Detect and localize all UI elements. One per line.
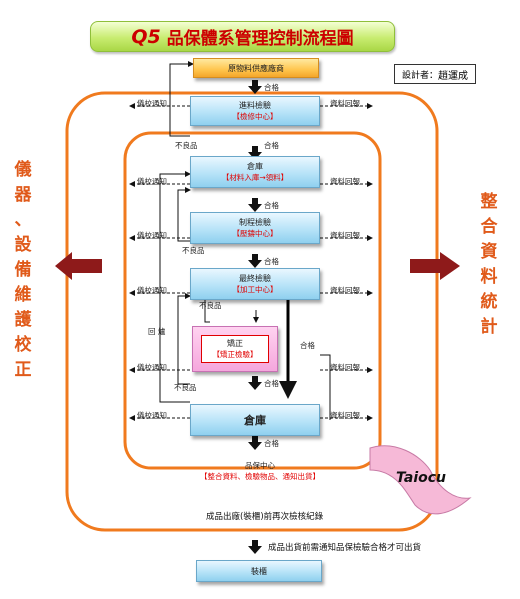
inner-orange-loop bbox=[123, 131, 382, 470]
label-data-report-4: 資料回報 bbox=[330, 286, 360, 295]
side-left-char: 校 bbox=[14, 335, 32, 355]
outer-orange-loop bbox=[65, 91, 439, 532]
brand-logo: Taiocu bbox=[396, 470, 447, 486]
label-pass-6: 合格 bbox=[264, 379, 279, 388]
label-defect-1: 不良品 bbox=[175, 141, 198, 150]
right-big-arrow bbox=[410, 252, 460, 280]
box-incoming-sub: 【檢修中心】 bbox=[232, 112, 278, 121]
box-warehouse2-label: 倉庫 bbox=[244, 413, 266, 427]
side-right-char: 料 bbox=[480, 267, 498, 287]
label-calib-6: 儀校通知 bbox=[137, 411, 167, 420]
label-defect-2: 不良品 bbox=[182, 246, 205, 255]
side-right-char: 合 bbox=[480, 217, 498, 237]
label-rework: 回 爐 bbox=[148, 327, 166, 336]
side-right-char: 計 bbox=[480, 317, 498, 337]
side-left-char: 器 bbox=[14, 185, 32, 205]
side-left-char: 正 bbox=[14, 360, 32, 380]
box-final-sub: 【加工中心】 bbox=[232, 285, 278, 294]
label-data-report-5: 資料回報 bbox=[330, 363, 360, 372]
label-pass-5: 合格 bbox=[300, 341, 315, 350]
label-defect-3: 不良品 bbox=[199, 301, 222, 310]
label-pass-4: 合格 bbox=[264, 257, 279, 266]
label-defect-4: 不良品 bbox=[174, 383, 197, 392]
box-supplier-label: 原物料供應廠商 bbox=[228, 63, 284, 73]
side-right-char: 整 bbox=[480, 192, 498, 212]
side-left-char: 備 bbox=[14, 260, 32, 280]
box-correction: 矯正 【矯正檢驗】 bbox=[192, 326, 278, 372]
title-q: Q5 bbox=[131, 25, 161, 48]
label-calib-4: 儀校通知 bbox=[137, 286, 167, 295]
box-correction-sub: 【矯正檢驗】 bbox=[212, 350, 258, 359]
box-process-title: 制程檢驗 bbox=[239, 218, 271, 227]
side-left-text: 儀器、設備維護校正 bbox=[12, 158, 34, 383]
label-calib-1: 儀校通知 bbox=[137, 99, 167, 108]
side-left-char: 儀 bbox=[14, 160, 32, 180]
side-right-char: 資 bbox=[480, 242, 498, 262]
box-warehouse1-sub: 【材料入庫→領料】 bbox=[221, 173, 289, 182]
label-ship-note: 成品出貨前需通知品保檢驗合格才可出貨 bbox=[268, 543, 422, 553]
qa-center-sub: 【整合資料、檢驗物品、通知出貨】 bbox=[200, 472, 320, 481]
box-packing-label: 裝櫃 bbox=[251, 566, 267, 576]
label-data-report-1: 資料回報 bbox=[330, 99, 360, 108]
box-packing: 裝櫃 bbox=[196, 560, 322, 582]
title-banner: Q5 品保體系管理控制流程圖 bbox=[90, 21, 395, 52]
box-warehouse1-title: 倉庫 bbox=[247, 162, 263, 171]
designer-label: 設計者： bbox=[401, 70, 438, 81]
box-correction-title: 矯正 bbox=[227, 339, 243, 348]
box-warehouse-2: 倉庫 bbox=[190, 404, 320, 436]
label-pass-2: 合格 bbox=[264, 141, 279, 150]
side-left-char: 維 bbox=[14, 285, 32, 305]
left-big-arrow bbox=[55, 252, 102, 280]
label-pass-3: 合格 bbox=[264, 201, 279, 210]
box-process-sub: 【壓鑄中心】 bbox=[232, 229, 278, 238]
side-right-text: 整合資料統計 bbox=[478, 190, 500, 340]
label-calib-5: 儀校通知 bbox=[137, 363, 167, 372]
designer-name: 趙運成 bbox=[438, 70, 468, 82]
side-left-char: 、 bbox=[14, 210, 32, 230]
side-right-char: 統 bbox=[480, 292, 498, 312]
designer-box: 設計者： 趙運成 bbox=[394, 64, 476, 84]
label-data-report-2: 資料回報 bbox=[330, 177, 360, 186]
decor-ribbon bbox=[369, 445, 472, 515]
qa-center-title: 品保中心 bbox=[245, 461, 275, 470]
box-final-inspection: 最終檢驗 【加工中心】 bbox=[190, 268, 320, 300]
qa-center-block: 品保中心 【整合資料、檢驗物品、通知出貨】 bbox=[160, 460, 360, 482]
label-pass-7: 合格 bbox=[264, 439, 279, 448]
label-data-report-3: 資料回報 bbox=[330, 231, 360, 240]
label-data-report-6: 資料回報 bbox=[330, 411, 360, 420]
box-incoming-inspection: 進料檢驗 【檢修中心】 bbox=[190, 96, 320, 126]
box-incoming-title: 進料檢驗 bbox=[239, 101, 271, 110]
title-main: 品保體系管理控制流程圖 bbox=[166, 29, 354, 49]
label-pass-1: 合格 bbox=[264, 83, 279, 92]
side-left-char: 護 bbox=[14, 310, 32, 330]
side-left-char: 設 bbox=[14, 235, 32, 255]
box-process-inspection: 制程檢驗 【壓鑄中心】 bbox=[190, 212, 320, 244]
label-calib-3: 儀校通知 bbox=[137, 231, 167, 240]
box-warehouse-1: 倉庫 【材料入庫→領料】 bbox=[190, 156, 320, 188]
label-record: 成品出廠(裝櫃)前再次檢核紀錄 bbox=[206, 512, 324, 522]
box-final-title: 最終檢驗 bbox=[239, 274, 271, 283]
box-supplier: 原物料供應廠商 bbox=[193, 58, 319, 78]
label-calib-2: 儀校通知 bbox=[137, 177, 167, 186]
